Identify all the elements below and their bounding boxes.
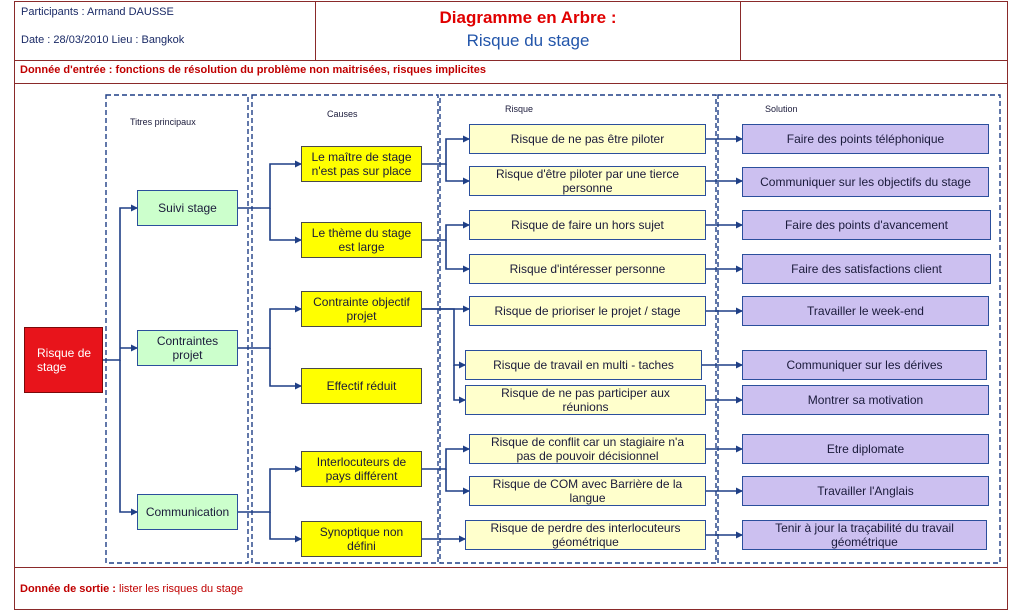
- cause-box-theme-large: Le thème du stage est large: [301, 222, 422, 258]
- participants-text: Participants : Armand DAUSSE: [21, 6, 174, 18]
- risk-box-6: Risque de travail en multi - taches: [465, 350, 702, 380]
- connector-contraintes-effectif: [269, 348, 302, 390]
- risk-box-1: Risque de ne pas être piloter: [469, 124, 706, 154]
- risks-column-frame: [439, 94, 717, 564]
- connector-cause3-risk6: [422, 308, 466, 369]
- connector-suivi-maitre: [238, 160, 302, 209]
- input-line: Donnée d'entrée : fonctions de résolutio…: [20, 64, 486, 76]
- connector-cause2-risk3: [422, 221, 470, 241]
- connector-cause1-risk1: [422, 135, 470, 165]
- solution-box-1: Faire des points téléphonique: [742, 124, 989, 154]
- page-title: Diagramme en Arbre :: [439, 8, 617, 27]
- risk-box-9: Risque de COM avec Barrière de la langue: [469, 476, 706, 506]
- solution-box-6: Communiquer sur les dérives: [742, 350, 987, 380]
- title-box-communication: Communication: [137, 494, 238, 530]
- solution-box-2: Communiquer sur les objectifs du stage: [742, 167, 989, 197]
- cause-box-interlocuteurs: Interlocuteurs de pays différent: [301, 451, 422, 487]
- column-header-risks: Risque: [505, 104, 534, 114]
- cause-box-effectif-reduit: Effectif réduit: [301, 368, 422, 404]
- cause-box-maitre-stage: Le maître de stage n'est pas sur place: [301, 146, 422, 182]
- input-label: Donnée d'entrée :: [20, 64, 113, 76]
- connector-cause5-risk9: [445, 469, 470, 495]
- output-label: Donnée de sortie :: [20, 583, 116, 595]
- solution-box-9: Travailler l'Anglais: [742, 476, 989, 506]
- risk-box-7: Risque de ne pas participer aux réunions: [465, 385, 706, 415]
- connector-cause1-risk2: [445, 164, 470, 185]
- page-subtitle: Risque du stage: [466, 31, 590, 50]
- risk-box-5: Risque de prioriser le projet / stage: [469, 296, 706, 326]
- column-header-solutions: Solution: [765, 104, 798, 114]
- risk-box-10: Risque de perdre des interlocuteurs géom…: [465, 520, 706, 550]
- titles-column-frame: [105, 94, 249, 564]
- connector-root-communication: [119, 360, 138, 516]
- connector-contraintes-objectif: [238, 305, 302, 349]
- cause-box-contrainte-objectif: Contrainte objectif projet: [301, 291, 422, 327]
- solutions-column-frame: [717, 94, 1001, 564]
- risk-box-2: Risque d'être piloter par une tierce per…: [469, 166, 706, 196]
- output-line: Donnée de sortie : lister les risques du…: [20, 583, 243, 595]
- solution-box-10: Tenir à jour la traçabilité du travail g…: [742, 520, 987, 550]
- output-text: lister les risques du stage: [115, 583, 244, 595]
- connector-cause5-risk8: [422, 445, 470, 470]
- solution-box-4: Faire des satisfactions client: [742, 254, 991, 284]
- column-header-titles: Titres principaux: [130, 117, 196, 127]
- cause-box-synoptique: Synoptique non défini: [301, 521, 422, 557]
- solution-box-8: Etre diplomate: [742, 434, 989, 464]
- connector-cause3-risk7: [453, 365, 466, 404]
- column-header-causes: Causes: [327, 109, 358, 119]
- connector-cause2-risk4: [445, 240, 470, 273]
- title-box-suivi-stage: Suivi stage: [137, 190, 238, 226]
- risk-box-4: Risque d'intéresser personne: [469, 254, 706, 284]
- connector-suivi-theme: [269, 208, 302, 244]
- connector-com-interlocuteurs: [238, 465, 302, 513]
- risk-box-8: Risque de conflit car un stagiaire n'a p…: [469, 434, 706, 464]
- date-place-text: Date : 28/03/2010 Lieu : Bangkok: [21, 34, 185, 46]
- risk-box-3: Risque de faire un hors sujet: [469, 210, 706, 240]
- input-text: fonctions de résolution du problème non …: [112, 64, 486, 76]
- output-cell: [14, 567, 1008, 610]
- connector-com-synoptique: [269, 512, 302, 543]
- title-box-contraintes-projet: Contraintes projet: [137, 330, 238, 366]
- solution-box-5: Travailler le week-end: [742, 296, 989, 326]
- root-box: Risque de stage: [24, 327, 103, 393]
- solution-box-7: Montrer sa motivation: [742, 385, 989, 415]
- solution-box-3: Faire des points d'avancement: [742, 210, 991, 240]
- causes-column-frame: [251, 94, 439, 564]
- connector-root-suivi: [103, 204, 138, 361]
